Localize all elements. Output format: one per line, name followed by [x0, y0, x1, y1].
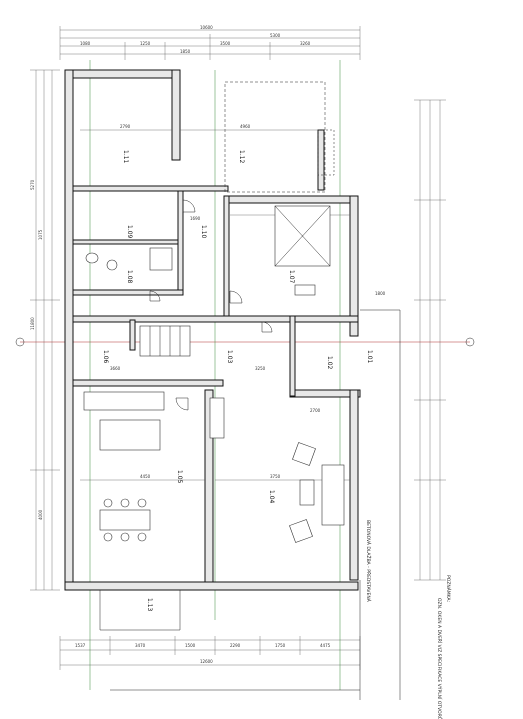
dining-table: [99, 509, 151, 531]
armchair: [292, 442, 316, 466]
inner-dim-w8: 2700: [310, 408, 321, 413]
room-label-106: 1.06: [102, 350, 109, 364]
door-swing-icon: [149, 290, 161, 302]
left-dimension-chains: 5270 1075 11800 4000: [30, 69, 60, 591]
inner-dim-w6: 3750: [270, 474, 281, 479]
room-label-113: 1.13: [146, 598, 153, 612]
chair: [103, 498, 113, 508]
inner-dim-w7: 1800: [375, 291, 386, 296]
stove: [209, 397, 225, 439]
room-label-104: 1.04: [268, 490, 275, 504]
wardrobe: [294, 284, 316, 296]
bottom-dimension-chains: 1537 3470 1500 2290 1750 4475 12600: [59, 636, 361, 670]
stair: [139, 325, 191, 357]
door-swing-icon: [175, 397, 189, 411]
dim-bottom-d3: 1500: [185, 643, 196, 648]
inner-dim-w4: 1690: [190, 216, 201, 221]
chair: [120, 532, 130, 542]
coffee-table: [299, 479, 315, 506]
room-label-108: 1.08: [126, 270, 133, 284]
room-label-107: 1.07: [288, 270, 295, 284]
interior-walls: [72, 185, 359, 583]
room-label-112: 1.12: [238, 150, 245, 164]
notes: POZNÁMKA: OZN. OKEN A DVEŘÍ VIZ SPECIFIK…: [365, 520, 452, 719]
right-dimension-chains: [414, 99, 446, 581]
inner-dim-w9: 3660: [110, 366, 121, 371]
inner-dim-w1: 2790: [120, 124, 131, 129]
door-swing-icon: [261, 321, 273, 333]
armchair: [289, 519, 313, 543]
dim-top-d1: 5300: [270, 33, 281, 38]
dim-top-total: 10600: [200, 25, 213, 30]
dim-bottom-d1: 1537: [75, 643, 86, 648]
dim-top-d3: 1250: [140, 41, 151, 46]
inner-dim-w5: 4450: [140, 474, 151, 479]
dim-bottom-total: 12600: [200, 659, 213, 664]
inner-dim-w2: 4960: [240, 124, 251, 129]
room-outline-112: [224, 81, 326, 193]
dim-left-d2: 1075: [38, 229, 43, 240]
door-swings: [149, 199, 273, 411]
toilet: [106, 259, 118, 271]
kitchen-counter: [83, 391, 165, 411]
door-swing-icon: [182, 199, 196, 213]
shower-tray: [149, 247, 173, 271]
chair: [137, 532, 147, 542]
dim-bottom-d5: 1750: [275, 643, 286, 648]
dim-top-d6: 3260: [300, 41, 311, 46]
room-label-109: 1.09: [126, 225, 133, 239]
note-text: OZN. OKEN A DVEŘÍ VIZ SPECIFIKACE VÝPLNÍ…: [436, 598, 444, 719]
dim-bottom-d6: 4475: [320, 643, 331, 648]
room-label-105: 1.05: [176, 470, 183, 484]
room-label-103: 1.03: [226, 350, 233, 364]
room-label-102: 1.02: [326, 356, 333, 370]
dim-left-d1: 5270: [30, 179, 35, 190]
room-label-110: 1.10: [200, 225, 207, 239]
section-marker-icon: [465, 337, 475, 347]
room-label-101: 1.01: [366, 350, 373, 364]
dim-top-d2: 1080: [80, 41, 91, 46]
note-heading: POZNÁMKA:: [445, 575, 452, 602]
inner-dim-w10: 3250: [255, 366, 266, 371]
room-label-111: 1.11: [122, 150, 129, 164]
exterior-walls: [64, 69, 361, 591]
washbasin: [85, 252, 99, 264]
dim-top-d5: 1850: [180, 49, 191, 54]
sofa: [321, 464, 345, 526]
note-ground: BETONOVÁ DLAŽBA - PŘEDSTAVENÁ: [365, 520, 373, 603]
section-marker-icon: [15, 337, 25, 347]
top-dimension-chains: 10600 5300 1080 1250 3500 1850 3260: [59, 25, 361, 60]
dim-left-d4: 4000: [38, 509, 43, 520]
kitchen-island: [99, 419, 161, 451]
chair: [103, 532, 113, 542]
door-swing-icon: [229, 290, 243, 304]
dim-top-d4: 3500: [220, 41, 231, 46]
dim-bottom-d4: 2290: [230, 643, 241, 648]
furniture: [83, 205, 345, 543]
chair: [120, 498, 130, 508]
room-labels: 1.11 1.12 1.09 1.10 1.08 1.07 1.06 1.03 …: [102, 150, 373, 612]
chair: [137, 498, 147, 508]
dim-bottom-d2: 3470: [135, 643, 146, 648]
dim-left-d3: 11800: [30, 317, 35, 330]
terrace: [99, 129, 401, 700]
